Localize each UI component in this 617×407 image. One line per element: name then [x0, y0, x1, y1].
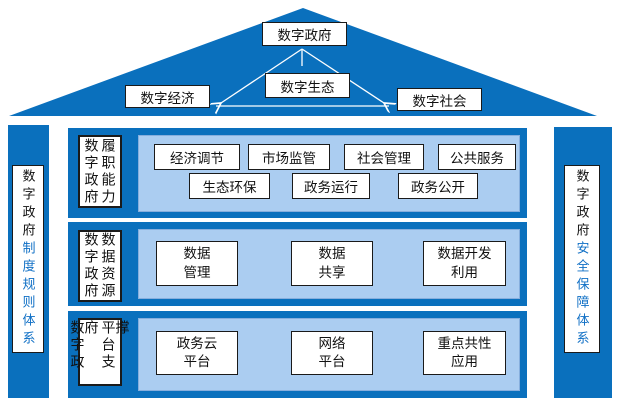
box-social-management: 社会管理 [344, 144, 424, 170]
box-data-sharing: 数据 共享 [291, 241, 373, 286]
pillar-right-label-box: 数字政府安全保障体系 [564, 165, 600, 353]
roof-box-digital-economy: 数字经济 [125, 85, 210, 108]
box-data-sharing-line2: 共享 [318, 264, 346, 280]
roof-box-digital-ecology: 数字生态 [265, 73, 350, 98]
box-gov-cloud-line1: 政务云 [176, 335, 218, 351]
box-market-supervision: 市场监管 [248, 144, 330, 170]
row1-panel: 经济调节 市场监管 社会管理 公共服务 生态环保 政务运行 政务公开 [138, 135, 520, 212]
box-data-development-line1: 数据开发 [437, 246, 492, 262]
pillar-right-highlight: 安全保障体系 [574, 241, 590, 349]
box-government-transparency: 政务公开 [398, 173, 478, 199]
box-economic-regulation: 经济调节 [154, 144, 240, 170]
row1-label-box: 数字政府 履职能力 [78, 135, 122, 208]
box-gov-cloud-platform: 政务云 平台 [156, 331, 238, 375]
row2-panel: 数据 管理 数据 共享 数据开发 利用 [138, 229, 520, 299]
row-performance-capability: 数字政府 履职能力 经济调节 市场监管 社会管理 公共服务 生态环保 政务运行 … [68, 128, 527, 218]
box-public-service: 公共服务 [438, 144, 516, 170]
box-data-management-line2: 管理 [183, 264, 211, 280]
row-data-resources: 数字政府 数据资源 数据 管理 数据 共享 数据开发 利用 [68, 222, 527, 306]
box-government-operation: 政务运行 [292, 173, 370, 199]
box-data-management-line1: 数据 [183, 246, 211, 262]
row1-label-col1: 数字政府 [83, 137, 100, 206]
pillar-security-assurance: 数字政府安全保障体系 [554, 127, 612, 398]
row3-label-col2: 平台支撑 [100, 320, 131, 371]
row3-panel: 政务云 平台 网络 平台 重点共性 应用 [138, 318, 520, 391]
box-key-common-applications: 重点共性 应用 [423, 331, 506, 375]
box-data-development-line2: 利用 [451, 264, 478, 280]
box-network-line2: 平台 [318, 354, 346, 369]
row2-label-col1: 数字政府 [83, 232, 100, 300]
pillar-left-highlight: 制度规则体系 [20, 241, 36, 349]
pillar-right-label: 数字政府安全保障体系 [574, 169, 590, 349]
box-eco-environment: 生态环保 [189, 173, 270, 199]
box-network-line1: 网络 [318, 335, 346, 351]
pillar-left-prefix: 数字政府 [20, 169, 36, 241]
pillar-left-label-box: 数字政府制度规则体系 [12, 165, 44, 353]
row2-label-col2: 数据资源 [100, 232, 117, 300]
row-platform-support: 数字政府 平台支撑 政务云 平台 网络 平台 重点共性 应用 [68, 311, 527, 398]
roof-box-digital-government: 数字政府 [262, 22, 347, 46]
pillar-left-label: 数字政府制度规则体系 [20, 169, 36, 349]
box-data-sharing-line1: 数据 [318, 246, 346, 262]
row3-label-box: 数字政府 平台支撑 [70, 318, 131, 386]
box-network-platform: 网络 平台 [291, 331, 373, 375]
box-key-common-line2: 应用 [451, 354, 478, 369]
row2-label-box: 数字政府 数据资源 [78, 230, 122, 302]
box-data-development-utilization: 数据开发 利用 [423, 241, 506, 286]
row1-label-col2: 履职能力 [100, 137, 117, 206]
pillar-institutional-rules: 数字政府制度规则体系 [8, 125, 49, 398]
row3-label-col1: 数字政府 [69, 320, 100, 371]
pillar-right-prefix: 数字政府 [574, 169, 590, 241]
box-data-management: 数据 管理 [156, 241, 238, 286]
box-gov-cloud-line2: 平台 [183, 354, 211, 369]
box-key-common-line1: 重点共性 [437, 335, 492, 351]
roof-box-digital-society: 数字社会 [397, 88, 482, 111]
roof-graphic [9, 8, 597, 116]
